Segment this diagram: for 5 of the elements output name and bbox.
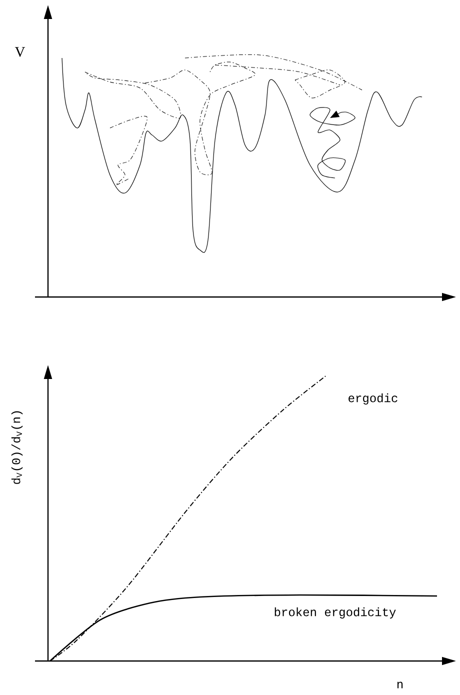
axis-label: d$_{V}$(0)/d$_{V}$(n)	[11, 411, 23, 484]
curve-label: ergodic	[348, 393, 398, 405]
curve-label: broken ergodicity	[274, 607, 396, 619]
axis-label: n	[397, 682, 403, 688]
axis-label: V	[14, 47, 26, 57]
